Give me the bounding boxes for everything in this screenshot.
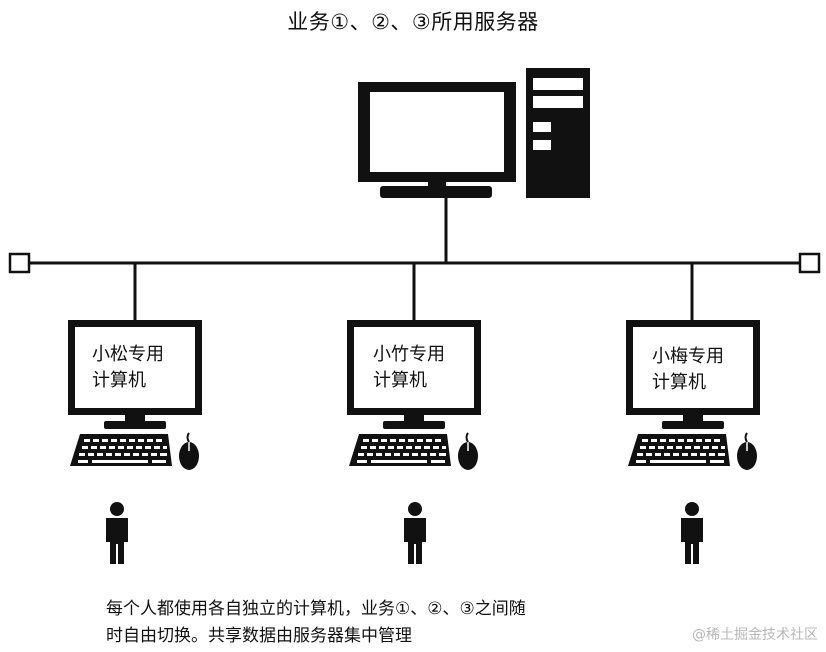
client-label-3-line1: 小梅专用 <box>652 346 724 367</box>
diagram-title: 业务①、②、③所用服务器 <box>287 10 539 34</box>
caption-line-2: 时自由切换。共享数据由服务器集中管理 <box>106 626 412 646</box>
person-icon-2 <box>404 502 426 564</box>
caption-line-1: 每个人都使用各自独立的计算机，业务①、②、③之间随 <box>106 599 526 619</box>
client-label-2: 小竹专用 计算机 <box>373 342 445 394</box>
client-label-1-line1: 小松专用 <box>92 344 164 365</box>
server-computer-icon <box>358 68 590 198</box>
client-computer-icon-1 <box>68 320 202 470</box>
diagram-caption: 每个人都使用各自独立的计算机，业务①、②、③之间随 时自由切换。共享数据由服务器… <box>106 596 526 650</box>
person-icon-1 <box>106 502 128 564</box>
client-computer-icon-2 <box>347 320 481 470</box>
client-label-1: 小松专用 计算机 <box>92 342 164 394</box>
watermark: @稀土掘金技术社区 <box>692 627 818 643</box>
client-label-2-line1: 小竹专用 <box>373 344 445 365</box>
client-computer-icon-3 <box>626 320 760 470</box>
person-icon-3 <box>681 502 703 564</box>
client-label-3: 小梅专用 计算机 <box>652 344 724 396</box>
client-label-1-line2: 计算机 <box>92 370 146 391</box>
client-label-3-line2: 计算机 <box>652 372 706 393</box>
bus-terminator-left <box>8 252 31 274</box>
bus-terminator-right <box>798 252 821 274</box>
client-label-2-line2: 计算机 <box>373 370 427 391</box>
